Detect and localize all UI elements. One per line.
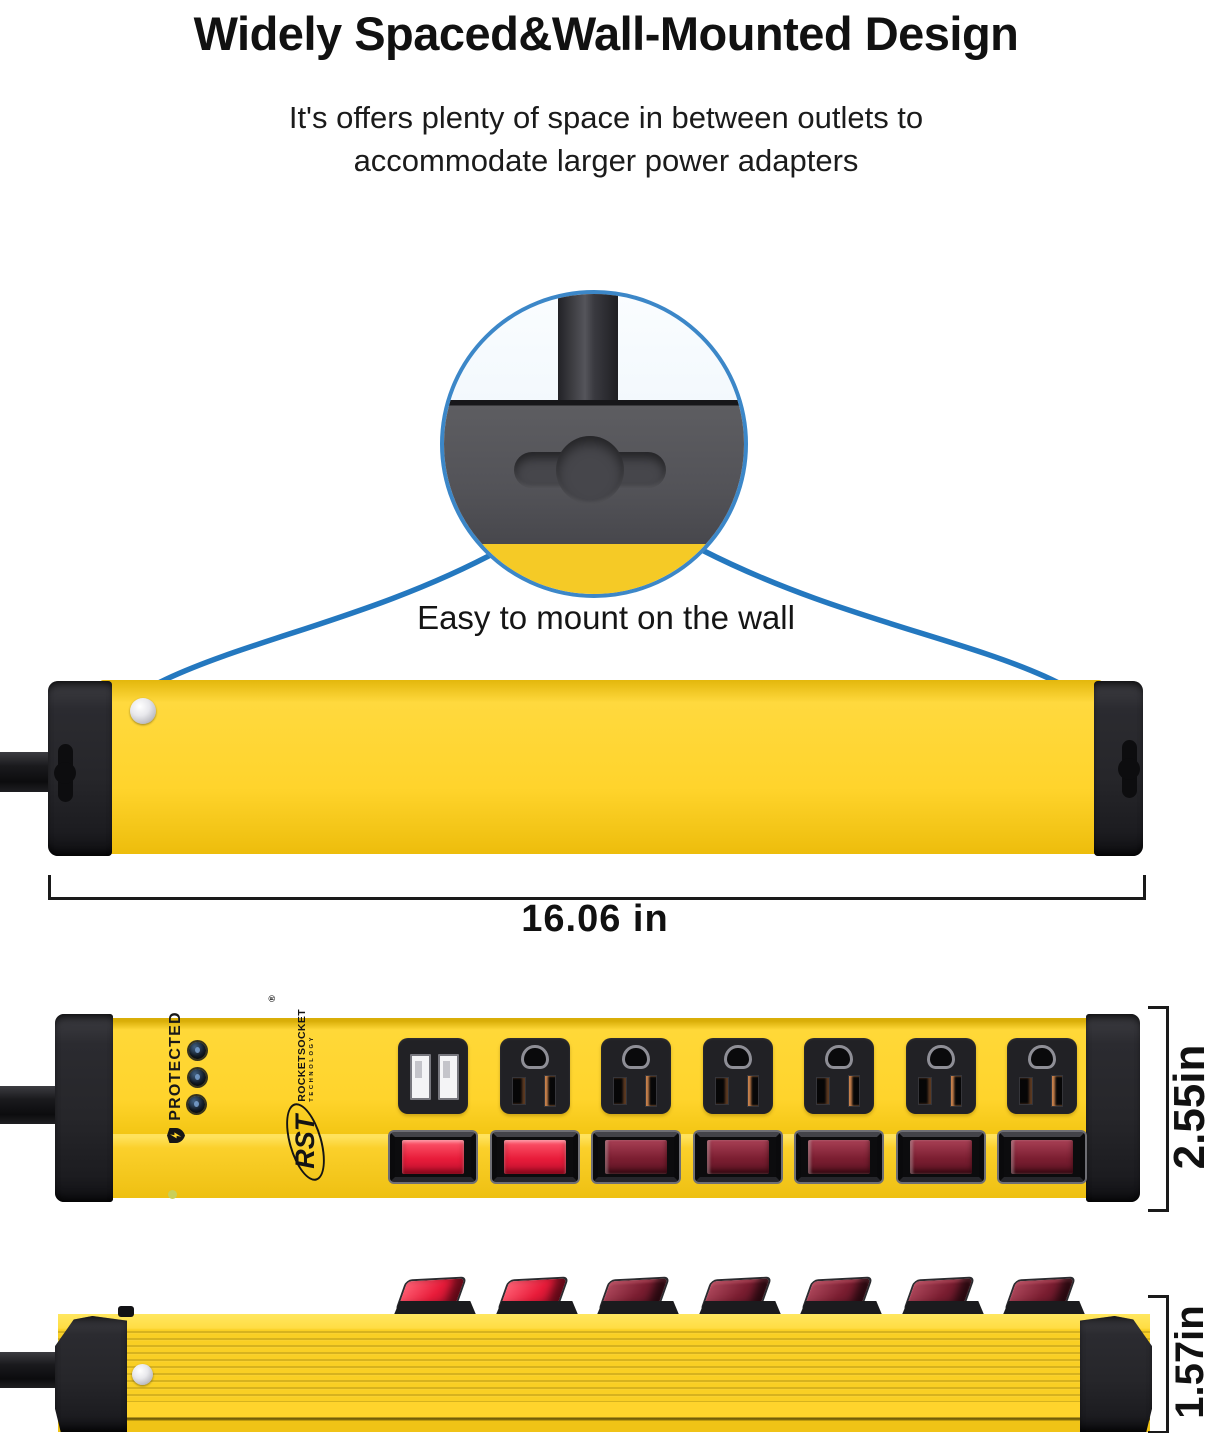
indicator-led-2 xyxy=(189,1069,206,1086)
power-switch-1 xyxy=(390,1132,476,1182)
switch-rocker xyxy=(504,1140,566,1174)
switch-rocker xyxy=(1011,1140,1073,1174)
side-switch-6 xyxy=(901,1277,985,1317)
neutral-slot xyxy=(513,1078,525,1104)
outlet-module-2 xyxy=(601,1038,671,1114)
ground-pin-hole xyxy=(521,1045,549,1069)
mount-caption: Easy to mount on the wall xyxy=(417,599,795,636)
power-switch-6 xyxy=(898,1132,984,1182)
outlet-module-3 xyxy=(703,1038,773,1114)
indicator-led-3 xyxy=(188,1096,205,1113)
ground-pin-hole xyxy=(825,1045,853,1069)
subtitle-line-2: accommodate larger power adapters xyxy=(353,143,859,178)
neutral-slot xyxy=(1020,1078,1032,1104)
height-dimension-bracket xyxy=(1148,1006,1169,1212)
end-cap-front-left xyxy=(55,1014,113,1202)
neutral-slot xyxy=(919,1078,931,1104)
power-switch-3 xyxy=(593,1132,679,1182)
side-switch-1 xyxy=(393,1277,477,1317)
side-switch-5 xyxy=(799,1277,883,1317)
neutral-slot xyxy=(817,1078,829,1104)
ground-pin-hole xyxy=(927,1045,955,1069)
hot-slot xyxy=(1052,1076,1062,1106)
brand-registered-mark: ® xyxy=(267,995,277,1002)
height-dimension-label: 2.55in xyxy=(1165,1044,1212,1170)
side-switch-3 xyxy=(596,1277,680,1317)
protected-label: PROTECTED xyxy=(167,1011,184,1121)
brand-abbr: RST xyxy=(290,1109,320,1175)
protected-label-block: PROTECTED xyxy=(166,1011,186,1143)
zoom-inset-circle xyxy=(440,290,748,598)
outlet-module-4 xyxy=(804,1038,874,1114)
neutral-slot xyxy=(716,1078,728,1104)
back-view-body xyxy=(100,680,1102,854)
keyhole-back-right-hole xyxy=(1118,758,1140,780)
subtitle-line-1: It's offers plenty of space in between o… xyxy=(288,100,924,135)
brand-logo: RST ROCKETSOCKET TECHNOLOGY ® xyxy=(267,995,333,1169)
end-cap-front-right xyxy=(1086,1014,1140,1202)
hot-slot xyxy=(646,1076,656,1106)
depth-dimension-label: 1.57in xyxy=(1168,1305,1212,1419)
brand-tagline: TECHNOLOGY xyxy=(308,1034,315,1102)
length-dimension-label: 16.06 in xyxy=(521,898,669,940)
keyhole-center-hole xyxy=(556,436,624,504)
side-switch-base xyxy=(698,1301,782,1317)
usb-module xyxy=(398,1038,468,1114)
side-switch-7 xyxy=(1002,1277,1086,1317)
outlet-module-6 xyxy=(1007,1038,1077,1114)
indicator-led-1 xyxy=(189,1042,206,1059)
length-dimension-bracket xyxy=(48,875,1146,900)
side-switch-base xyxy=(1002,1301,1086,1317)
outlet-module-1 xyxy=(500,1038,570,1114)
end-cap-side-left xyxy=(55,1316,127,1432)
usb-port-2 xyxy=(438,1054,459,1100)
usb-port-1 xyxy=(410,1054,431,1100)
switch-rocker xyxy=(605,1140,667,1174)
side-switch-base xyxy=(596,1301,680,1317)
hot-slot xyxy=(951,1076,961,1106)
ground-pin-hole xyxy=(724,1045,752,1069)
side-switch-base xyxy=(495,1301,579,1317)
side-switch-base xyxy=(393,1301,477,1317)
outlet-module-5 xyxy=(906,1038,976,1114)
page-title: Widely Spaced&Wall-Mounted Design xyxy=(193,7,1019,60)
side-switch-2 xyxy=(495,1277,579,1317)
side-switch-4 xyxy=(698,1277,782,1317)
side-top-screw xyxy=(118,1306,134,1317)
strip-body-edge xyxy=(444,544,744,594)
side-switch-base xyxy=(799,1301,883,1317)
neutral-slot xyxy=(614,1078,626,1104)
power-switch-7 xyxy=(999,1132,1085,1182)
shield-icon xyxy=(167,1127,185,1143)
mounting-screw-back xyxy=(130,698,156,724)
ground-pin-hole xyxy=(622,1045,650,1069)
keyhole-back-left-hole xyxy=(54,762,76,784)
side-view-body xyxy=(58,1314,1150,1432)
hot-slot xyxy=(849,1076,859,1106)
ground-pin-hole xyxy=(1028,1045,1056,1069)
power-switch-4 xyxy=(695,1132,781,1182)
ground-screw-dot xyxy=(168,1190,177,1199)
switch-rocker xyxy=(402,1140,464,1174)
hot-slot xyxy=(545,1076,555,1106)
depth-dimension-bracket xyxy=(1148,1295,1169,1433)
switch-rocker xyxy=(707,1140,769,1174)
power-switch-5 xyxy=(796,1132,882,1182)
power-switch-2 xyxy=(492,1132,578,1182)
mounting-screw-post xyxy=(558,294,618,406)
hot-slot xyxy=(748,1076,758,1106)
page-subtitle: It's offers plenty of space in between o… xyxy=(0,96,1212,182)
brand-name: ROCKETSOCKET xyxy=(295,1008,308,1102)
end-cap-side-right xyxy=(1080,1316,1152,1432)
mounting-screw-side xyxy=(132,1364,153,1385)
switch-rocker xyxy=(910,1140,972,1174)
brand-text: ROCKETSOCKET TECHNOLOGY xyxy=(296,1009,315,1102)
side-switch-base xyxy=(901,1301,985,1317)
switch-rocker xyxy=(808,1140,870,1174)
